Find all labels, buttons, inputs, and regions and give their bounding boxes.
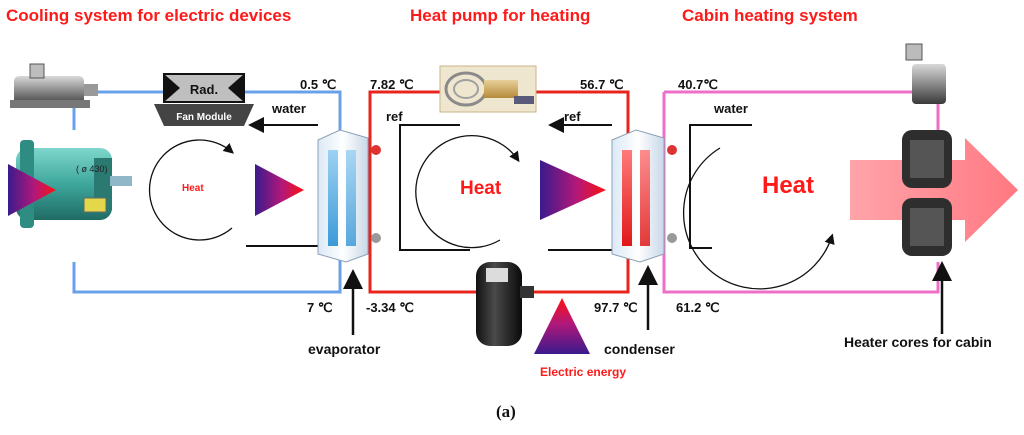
heater-cores-label: Heater cores for cabin: [844, 334, 992, 350]
ref-left-flow: [399, 124, 470, 251]
heat-arrow-cooling: [255, 164, 304, 216]
heat-arrow-motor: [8, 164, 56, 216]
cabin-water-flow: [689, 124, 752, 249]
ref-left-circle: [415, 134, 520, 249]
expansion-valve-icon: [439, 65, 537, 113]
water-label-right: water: [714, 101, 748, 116]
electric-energy-label: Electric energy: [540, 365, 627, 379]
title-heat-pump: Heat pump for heating: [410, 6, 591, 25]
cooling-flow-circle: [148, 139, 234, 241]
fan-module-label: Fan Module: [176, 112, 232, 123]
heat-arrow-condenser: [540, 160, 606, 220]
temp-cooling-top: 0.5 ℃: [300, 77, 337, 92]
water-label-left: water: [272, 101, 306, 116]
electric-energy-arrow: [534, 298, 590, 354]
temp-ref-top-left: 7.82 ℃: [370, 77, 414, 92]
figure-caption: (a): [496, 402, 516, 421]
heat-label-cooling: Heat: [182, 183, 204, 194]
water-pump-icon: [10, 63, 98, 108]
cabin-flow-circle: [682, 147, 835, 290]
temp-ref-top-right: 56.7 ℃: [580, 77, 624, 92]
temp-ref-bottom-left: -3.34 ℃: [366, 300, 414, 315]
cabin-pump-icon: [905, 43, 946, 104]
radiator-icon: [154, 73, 254, 126]
cabin-heat-output-arrow: [850, 138, 1018, 242]
temp-ref-bottom-right: 97.7 ℃: [594, 300, 638, 315]
ref-label-left: ref: [386, 109, 403, 124]
temp-cabin-bottom: 61.2 ℃: [676, 300, 720, 315]
heat-label-heatpump: Heat: [460, 178, 502, 199]
electric-motor-icon: [16, 140, 132, 228]
evaporator-label: evaporator: [308, 341, 381, 357]
title-cooling-system: Cooling system for electric devices: [6, 6, 292, 25]
evaporator-icon: [317, 129, 381, 263]
compressor-icon: [476, 262, 534, 346]
temp-cabin-top: 40.7℃: [678, 77, 718, 92]
motor-mark-text: ( ø 430): [76, 164, 108, 174]
temp-cooling-bottom: 7 ℃: [307, 300, 333, 315]
condenser-label: condenser: [604, 341, 675, 357]
title-cabin-heating: Cabin heating system: [682, 6, 858, 25]
refrigerant-loop: [368, 90, 630, 294]
ref-label-right: ref: [564, 109, 581, 124]
heater-core-icon: [902, 130, 952, 256]
radiator-label: Rad.: [190, 82, 218, 97]
heat-label-cabin: Heat: [762, 172, 815, 199]
condenser-icon: [611, 129, 677, 263]
